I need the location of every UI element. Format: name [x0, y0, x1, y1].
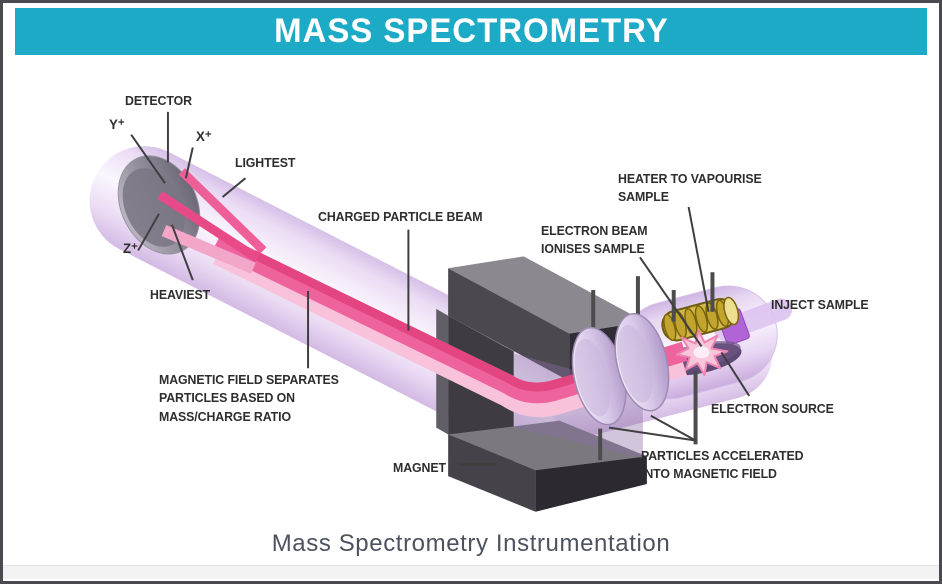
- ion-beam: [212, 233, 688, 418]
- header-bar: MASS SPECTROMETRY: [15, 8, 927, 55]
- label-magnet: MAGNET: [393, 460, 446, 475]
- label-particles-accelerated: PARTICLES ACCELERATED INTO MAGNETIC FIEL…: [641, 448, 804, 482]
- label-x-ion: X⁺: [196, 128, 212, 144]
- page-title: MASS SPECTROMETRY: [273, 12, 669, 50]
- label-magnetic-field: MAGNETIC FIELD SEPARATES PARTICLES BASED…: [159, 372, 339, 424]
- label-electron-source: ELECTRON SOURCE: [711, 401, 834, 416]
- beam-strands: [157, 168, 267, 274]
- label-electron-beam: ELECTRON BEAM IONISES SAMPLE: [541, 223, 648, 257]
- heater-coil: [661, 296, 740, 342]
- figure-caption: Mass Spectrometry Instrumentation: [271, 530, 671, 557]
- footer-strip: [3, 565, 939, 579]
- label-z-ion: Z⁺: [123, 240, 138, 256]
- leader-lines: [130, 111, 751, 466]
- label-inject-sample: INJECT SAMPLE: [771, 297, 869, 312]
- label-heaviest: HEAVIEST: [150, 287, 211, 302]
- label-lightest: LIGHTEST: [235, 155, 296, 170]
- ionisation-burst: [675, 329, 729, 377]
- spectrometer-illustration: [89, 111, 793, 512]
- label-heater: HEATER TO VAPOURISE SAMPLE: [618, 171, 762, 205]
- label-y-ion: Y⁺: [109, 116, 125, 132]
- label-detector: DETECTOR: [125, 93, 192, 108]
- label-charged-particle-beam: CHARGED PARTICLE BEAM: [318, 209, 483, 224]
- detector-disc: [117, 155, 201, 255]
- accelerator-discs: [571, 312, 670, 426]
